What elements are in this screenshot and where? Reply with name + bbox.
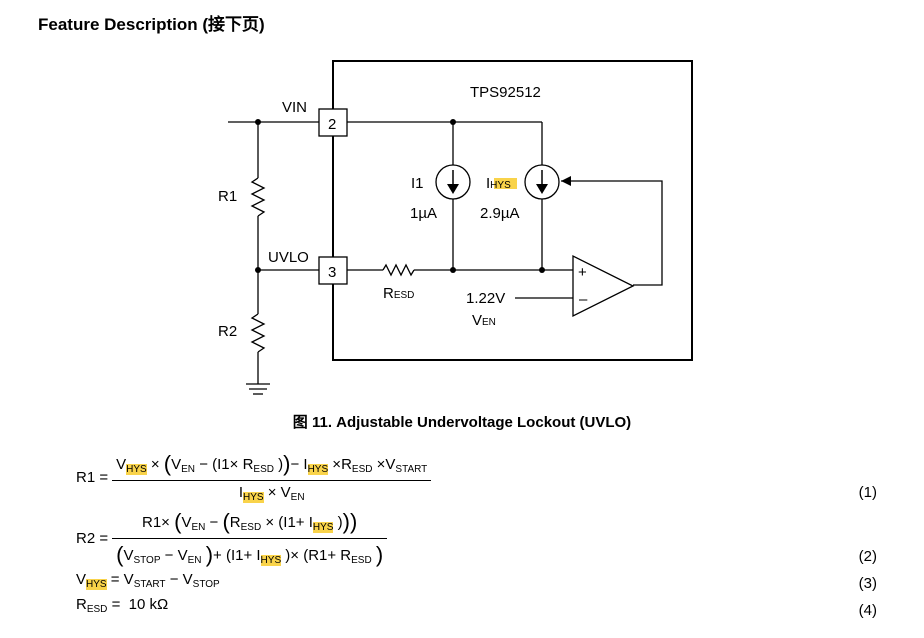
pin-3-box [318, 256, 348, 285]
equation-3: VHYS = VSTART − VSTOP [76, 571, 220, 590]
pin-3-label: UVLO [268, 249, 309, 266]
pin-2-label: VIN [282, 99, 307, 116]
equation-4: RESD = 10 kΩ [76, 596, 169, 615]
ihys-highlight [494, 178, 517, 189]
chip-outline [332, 60, 693, 361]
i1-label: I1 [411, 175, 424, 192]
current-source-ihys [524, 164, 560, 200]
vref-value: 1.22V [466, 290, 505, 307]
junction-vin [255, 119, 261, 125]
junction-uvlo [255, 267, 261, 273]
junction-i1-top [450, 119, 456, 125]
ihys-label: IHYS [486, 175, 511, 192]
pin-2-number: 2 [328, 116, 336, 133]
figure-caption: 图 11. Adjustable Undervoltage Lockout (U… [292, 414, 632, 431]
resd-label: RESD [383, 285, 414, 302]
ven-label: VEN [472, 312, 496, 329]
r2-label: R2 [218, 323, 237, 340]
equation-1-number: (1) [858, 484, 877, 501]
pin-2-box [318, 108, 348, 137]
i1-value: 1µA [410, 205, 437, 222]
r1-label: R1 [218, 188, 237, 205]
equation-2: R2 = R1× (VEN − (RESD × (I1+ IHYS ))) (V… [76, 509, 388, 568]
section-title: Feature Description (接下页) [38, 15, 265, 34]
external-wires [228, 121, 319, 395]
internal-wires [347, 121, 663, 299]
comparator-plus: + [578, 264, 587, 281]
uvlo-circuit-diagram: TPS92512 2 3 VIN UVLO R1 R2 [218, 60, 693, 395]
equation-4-number: (4) [858, 602, 877, 619]
chip-label: TPS92512 [470, 84, 541, 101]
pin-3-number: 3 [328, 264, 336, 281]
equation-1: R1 = VHYS × (VEN − (I1× RESD ))− IHYS ×R… [76, 451, 432, 503]
comparator [572, 254, 635, 318]
comparator-minus: – [579, 291, 588, 308]
equation-2-number: (2) [858, 548, 877, 565]
junction-i1-bottom [450, 267, 456, 273]
junction-ihys-bottom [539, 267, 545, 273]
ihys-value: 2.9µA [480, 205, 520, 222]
equation-3-number: (3) [858, 575, 877, 592]
current-source-i1 [435, 164, 471, 200]
feedback-arrow [561, 176, 571, 186]
